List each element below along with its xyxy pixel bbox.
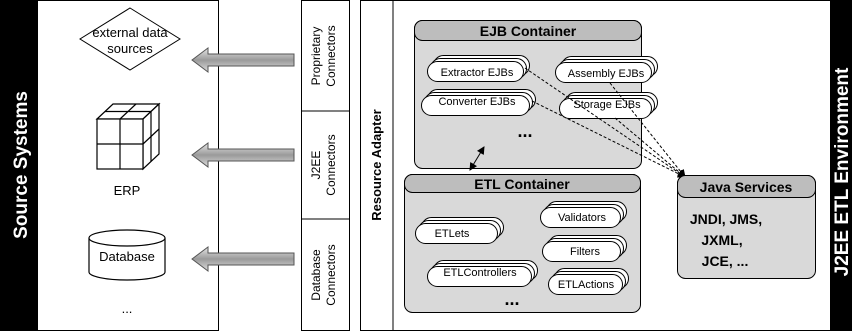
erp-label: ERP	[114, 183, 141, 198]
validators-label: Validators	[558, 212, 607, 224]
database-connectors-line1: Database	[309, 249, 323, 301]
ejb-etl-link	[469, 146, 485, 171]
storage-ejbs-stack: Storage EJBs	[559, 92, 658, 119]
j2ee-connectors-line1: J2EE	[309, 151, 323, 180]
ejb-to-java-services-links	[524, 67, 686, 178]
external-data-label-line1: external data	[92, 25, 168, 40]
j2ee-connectors-line2: Connectors	[324, 134, 338, 195]
connector-arrows	[191, 47, 295, 272]
database-label: Database	[99, 249, 155, 264]
proprietary-connectors-line2: Connectors	[324, 25, 338, 86]
proprietary-flow-arrow	[191, 47, 295, 73]
external-data-sources-node: external data sources	[79, 7, 181, 71]
proprietary-connectors-line1: Proprietary	[309, 27, 323, 86]
etl-container-title: ETL Container	[474, 176, 570, 192]
java-services-title: Java Services	[700, 179, 793, 195]
etl-more-label: ...	[504, 289, 519, 309]
database-connectors-line2: Connectors	[324, 244, 338, 305]
source-more-label: ...	[122, 301, 133, 316]
resource-adapter-label: Resource Adapter	[369, 109, 384, 221]
ejb-more-label: ...	[517, 121, 532, 141]
source-systems-title: Source Systems	[11, 91, 32, 239]
java-services-line2: JXML,	[701, 232, 742, 248]
etlcontrollers-label: ETLControllers	[443, 267, 517, 279]
java-services-line1: JNDI, JMS,	[690, 211, 762, 227]
etlactions-stack: ETLActions	[548, 268, 629, 295]
filters-stack: Filters	[542, 235, 627, 262]
etlets-stack: ETLets	[415, 217, 504, 244]
database-flow-arrow	[191, 246, 295, 272]
j2ee-flow-arrow	[191, 142, 295, 168]
etlets-label: ETLets	[435, 228, 470, 240]
java-services-box: Java Services JNDI, JMS, JXML, JCE, ...	[677, 175, 816, 279]
erp-cube-icon	[95, 102, 161, 171]
external-data-label-line2: sources	[107, 41, 153, 56]
filters-label: Filters	[570, 246, 600, 258]
storage-ejbs-label: Storage EJBs	[573, 99, 641, 111]
java-services-line3: JCE, ...	[702, 253, 749, 269]
etlcontrollers-stack: ETLControllers	[427, 260, 538, 287]
database-cylinder-icon	[88, 229, 166, 281]
converter-ejbs-stack: Converter EJBs	[421, 89, 536, 116]
ejb-container-title: EJB Container	[480, 23, 577, 39]
connectors-column: Proprietary Connectors J2EE Connectors D…	[301, 0, 350, 331]
assembly-ejbs-stack: Assembly EJBs	[555, 56, 658, 83]
environment-title: J2EE ETL Environment	[832, 67, 852, 276]
etlactions-label: ETLActions	[558, 279, 615, 291]
converter-ejbs-label: Converter EJBs	[438, 96, 516, 108]
assembly-ejbs-label: Assembly EJBs	[568, 68, 645, 80]
extractor-ejbs-label: Extractor EJBs	[441, 67, 514, 79]
validators-stack: Validators	[540, 201, 627, 228]
extractor-ejbs-stack: Extractor EJBs	[427, 55, 530, 82]
